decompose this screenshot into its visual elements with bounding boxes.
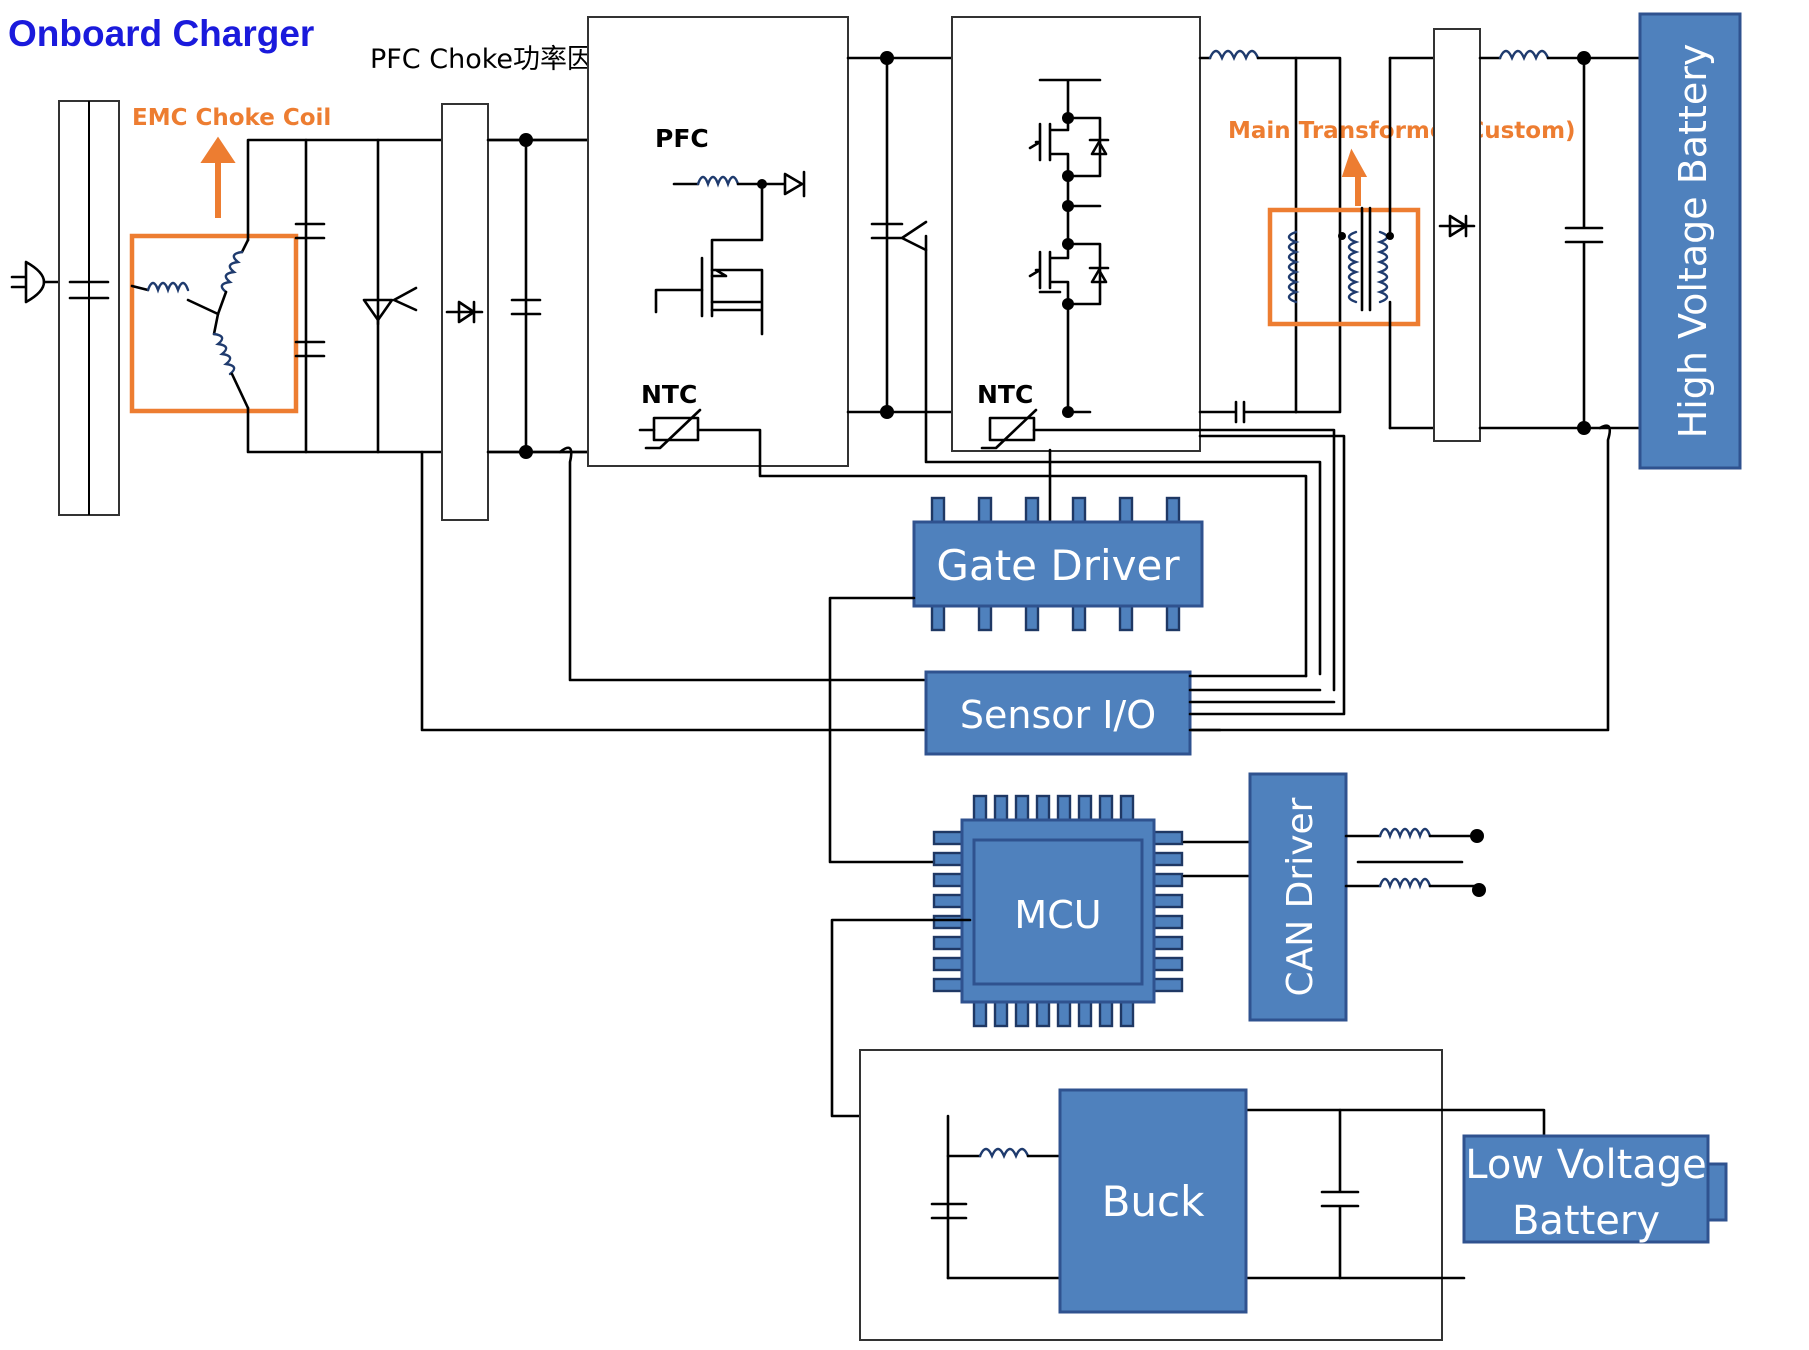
- gate-driver-pin: [1118, 602, 1134, 632]
- gate-driver-pin: [977, 496, 993, 526]
- gate-driver-pin: [1118, 496, 1134, 526]
- mcu-pin: [932, 830, 966, 846]
- buck-block: Buck: [1058, 1088, 1248, 1314]
- gate-driver-pin: [1071, 602, 1087, 632]
- rectifier-output-wires: [486, 138, 590, 454]
- mcu-pin: [1056, 794, 1072, 824]
- gate-to-mcu-wire: [828, 596, 972, 864]
- gate-driver-pin: [930, 602, 946, 632]
- mcu-pin: [1098, 998, 1114, 1028]
- mcu-to-can-wires: [1182, 840, 1252, 878]
- mcu-pin: [1150, 851, 1184, 867]
- gate-driver-pin: [977, 602, 993, 632]
- gate-driver-pin: [1024, 602, 1040, 632]
- hv-battery: High Voltage Battery: [1638, 12, 1742, 470]
- input-wiring: [246, 138, 590, 454]
- mcu-pin: [1150, 893, 1184, 909]
- ntc-label-2: NTC: [977, 380, 1033, 409]
- gate-driver-label: Gate Driver: [936, 541, 1180, 590]
- mcu-pin: [1098, 794, 1114, 824]
- lv-battery-label-2: Battery: [1512, 1198, 1660, 1244]
- hv-battery-label: High Voltage Battery: [1671, 44, 1715, 439]
- transformer-arrow-icon: [1341, 148, 1368, 206]
- diagram-title: Onboard Charger: [8, 13, 314, 54]
- input-filter-block: [58, 100, 120, 516]
- mcu-pin: [932, 893, 966, 909]
- output-rectifier: [1188, 28, 1642, 732]
- mcu-pin: [1077, 794, 1093, 824]
- pfc-label: PFC: [655, 124, 709, 153]
- mcu-pin: [1056, 998, 1072, 1028]
- main-transformer: [1267, 56, 1421, 430]
- dc-bus: [846, 51, 1322, 676]
- mcu-chip: MCU: [932, 794, 1184, 1028]
- mcu-pin: [1014, 794, 1030, 824]
- mcu-pin: [932, 872, 966, 888]
- sensor-io-block: Sensor I/O: [924, 670, 1192, 756]
- gate-driver-pin: [1165, 602, 1181, 632]
- mcu-pin: [1119, 794, 1135, 824]
- mcu-pin: [993, 794, 1009, 824]
- mcu-pin: [1150, 935, 1184, 951]
- inverter-block: NTC: [951, 16, 1336, 692]
- mcu-pin: [1077, 998, 1093, 1028]
- mcu-pin: [932, 914, 966, 930]
- mcu-pin: [1150, 872, 1184, 888]
- lv-battery-label-1: Low Voltage: [1465, 1142, 1707, 1188]
- sensor-wire-2: [558, 446, 926, 682]
- mcu-pin: [1150, 830, 1184, 846]
- mcu-pin: [1014, 998, 1030, 1028]
- transformer-label: Main Transformer(Custom): [1228, 118, 1576, 144]
- mcu-pin: [932, 977, 966, 993]
- sensor-io-label: Sensor I/O: [960, 693, 1156, 737]
- can-driver-label: CAN Driver: [1280, 797, 1321, 996]
- ac-plug-icon: [10, 260, 62, 304]
- gate-driver-pin: [930, 496, 946, 526]
- emc-choke-coil: [129, 233, 299, 414]
- mcu-pin: [1150, 956, 1184, 972]
- lv-battery: Low Voltage Battery: [1462, 1134, 1728, 1244]
- pfc-block: PFC NTC: [587, 16, 1308, 678]
- can-bus-output: [1344, 827, 1486, 897]
- emc-choke-label: EMC Choke Coil: [132, 105, 331, 131]
- can-driver-block: CAN Driver: [1248, 772, 1348, 1022]
- y-capacitor-icon: [362, 286, 418, 326]
- mcu-pin: [932, 935, 966, 951]
- gate-driver-chip: Gate Driver: [912, 496, 1204, 632]
- ntc-label-1: NTC: [641, 380, 697, 409]
- mcu-pin: [1119, 998, 1135, 1028]
- gate-driver-pin: [1071, 496, 1087, 526]
- mcu-pin: [972, 998, 988, 1028]
- mcu-pin: [932, 956, 966, 972]
- buck-label: Buck: [1102, 1177, 1206, 1226]
- sensor-wire-left: [420, 450, 926, 732]
- mcu-pin: [993, 998, 1009, 1028]
- mcu-label: MCU: [1014, 893, 1101, 937]
- gate-driver-pin: [1024, 496, 1040, 526]
- mcu-pin: [932, 851, 966, 867]
- mcu-pin: [1150, 977, 1184, 993]
- mcu-pin: [972, 794, 988, 824]
- sensor-wires-right: [1188, 434, 1346, 732]
- mcu-pin: [1035, 794, 1051, 824]
- mcu-pin: [1035, 998, 1051, 1028]
- emc-arrow-icon: [200, 136, 236, 218]
- mcu-pin: [1150, 914, 1184, 930]
- gate-driver-pin: [1165, 496, 1181, 526]
- rectifier-block: [441, 103, 489, 521]
